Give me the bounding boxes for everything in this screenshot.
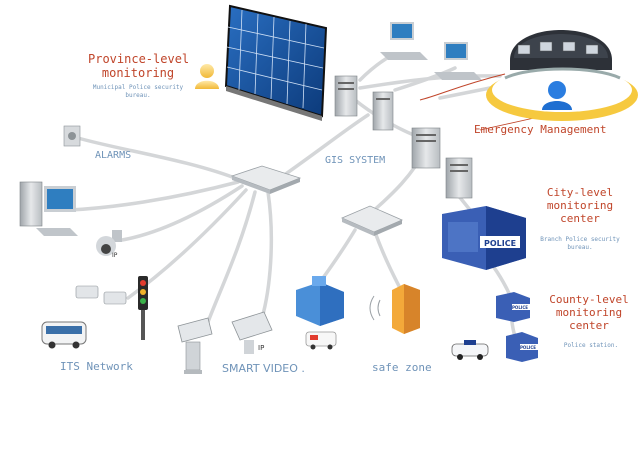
city-subtitle: Branch Police security bureau. bbox=[535, 236, 625, 252]
network-switch-icon bbox=[230, 165, 302, 194]
user-icon bbox=[542, 81, 572, 110]
server-icon bbox=[411, 127, 441, 169]
province-subtitle-line: Municipal Police security bbox=[92, 84, 184, 91]
city-title: City-level monitoring center bbox=[540, 186, 620, 225]
link-hub-ipcam bbox=[120, 184, 244, 242]
ip-label: IP bbox=[112, 252, 118, 259]
gis-label: GIS SYSTEM bbox=[325, 155, 386, 166]
link-switch-safe bbox=[373, 230, 402, 290]
county-title-line: center bbox=[569, 319, 609, 332]
province-title-line: monitoring bbox=[101, 66, 175, 80]
server-icon bbox=[334, 75, 358, 117]
workstation-icon bbox=[380, 22, 428, 60]
link-hub-gis bbox=[278, 113, 370, 180]
city-title-line: City-level bbox=[546, 186, 614, 199]
link-hub-workstation bbox=[68, 180, 240, 212]
video-wall-icon bbox=[224, 4, 328, 121]
its-label: ITS Network bbox=[60, 360, 133, 373]
smart-video-label: SMART VIDEO . bbox=[222, 362, 305, 375]
police-station-icon bbox=[506, 332, 538, 362]
traffic-light-icon bbox=[138, 276, 148, 340]
ip-dome-camera-icon bbox=[96, 230, 122, 256]
city-title-line: center bbox=[560, 212, 600, 225]
workstation-icon bbox=[434, 42, 482, 80]
ambulance-icon bbox=[305, 331, 337, 350]
province-title: Province-level monitoring bbox=[88, 52, 190, 80]
county-title-line: County-level bbox=[549, 293, 629, 306]
city-subtitle-line: bureau. bbox=[567, 244, 593, 251]
box-camera-icon bbox=[103, 291, 127, 305]
county-title: County-level monitoring center bbox=[546, 293, 632, 332]
city-subtitle-line: Branch Police security bbox=[540, 236, 620, 243]
alarms-label: ALARMS bbox=[95, 150, 132, 161]
police-sign-label: POLICE bbox=[484, 239, 516, 248]
box-camera-icon bbox=[231, 311, 273, 354]
network-switch-icon bbox=[340, 205, 404, 236]
link-hub-camera2 bbox=[260, 190, 274, 320]
ip-label: IP bbox=[258, 344, 264, 352]
province-title-line: Province-level bbox=[88, 52, 190, 66]
link-pc3 bbox=[438, 86, 492, 100]
box-camera-icon bbox=[75, 285, 99, 299]
province-subtitle-line: bureau. bbox=[125, 92, 151, 99]
police-sign-small-label: POLICE bbox=[520, 345, 536, 350]
county-subtitle: Police station. bbox=[563, 342, 619, 349]
police-station-icon bbox=[496, 292, 530, 322]
server-icon bbox=[372, 91, 394, 131]
user-icon bbox=[195, 64, 219, 89]
city-title-line: monitoring bbox=[546, 199, 614, 212]
emergency-feed-line bbox=[419, 73, 506, 101]
link-hub-alarms bbox=[76, 136, 242, 182]
police-sign-small-label: POLICE bbox=[512, 305, 528, 310]
server-icon bbox=[445, 157, 473, 199]
link-hub-camera1 bbox=[206, 190, 257, 324]
box-camera-icon bbox=[177, 317, 213, 374]
police-car-icon bbox=[451, 340, 489, 360]
safe-zone-label: safe zone bbox=[372, 361, 432, 374]
county-title-line: monitoring bbox=[555, 306, 623, 319]
wireless-building-icon bbox=[369, 284, 420, 334]
province-subtitle: Municipal Police security bureau. bbox=[88, 84, 188, 100]
alarm-sensor-icon bbox=[63, 125, 81, 147]
emergency-label: Emergency Management bbox=[474, 123, 607, 136]
bus-icon bbox=[41, 321, 87, 349]
workstation-icon bbox=[19, 181, 78, 236]
hospital-building-icon bbox=[296, 276, 344, 326]
police-station-icon bbox=[442, 206, 526, 270]
link-pc2 bbox=[393, 66, 457, 92]
